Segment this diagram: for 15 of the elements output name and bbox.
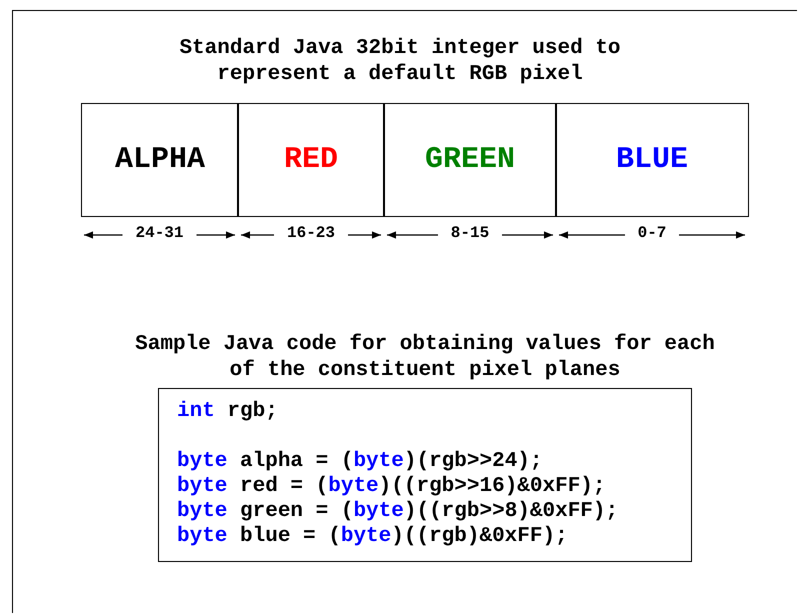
bit-field-cell — [81, 103, 239, 217]
bit-field-cell — [237, 103, 385, 217]
code-line: byte green = (byte)((rgb>>8)&0xFF); — [177, 499, 620, 524]
code-line: byte alpha = (byte)(rgb>>24); — [177, 449, 544, 474]
code-line: byte red = (byte)((rgb>>16)&0xFF); — [177, 474, 607, 499]
diagram-title: Standard Java 32bit integer used to represent a default RGB pixel — [178, 36, 622, 88]
code-line: int rgb; — [177, 399, 279, 424]
code-heading: Sample Java code for obtaining values for each of the constituent pixel planes — [134, 332, 716, 384]
field-name: BLUE — [616, 143, 688, 177]
field-name: GREEN — [424, 143, 515, 177]
code-line: byte blue = (byte)((rgb)&0xFF); — [177, 524, 569, 549]
field-name: ALPHA — [114, 143, 205, 177]
bit-field-cell — [555, 103, 749, 217]
field-name: RED — [284, 143, 338, 177]
bit-field-cell — [383, 103, 557, 217]
